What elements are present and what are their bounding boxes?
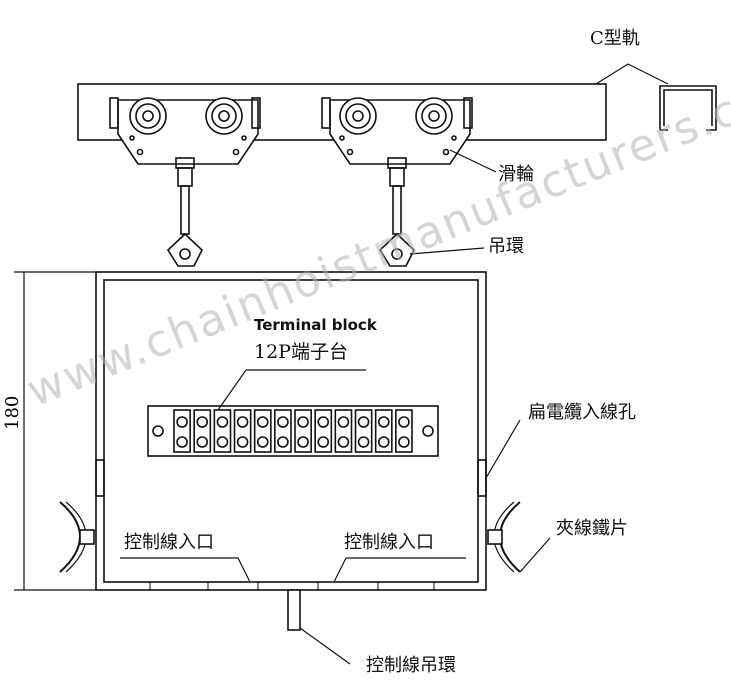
terminal-cell xyxy=(253,409,272,453)
clamp-leader xyxy=(519,537,551,573)
terminal-label-leader xyxy=(217,369,247,411)
terminal-screw-bottom xyxy=(216,436,229,448)
label-clamp-plate: 夾線鐵片 xyxy=(556,518,628,539)
terminal-end-hole-left xyxy=(152,425,164,437)
label-control-inlet-left: 控制線入口 xyxy=(124,532,214,553)
terminal-screw-bottom xyxy=(277,436,289,448)
terminal-end-hole-right xyxy=(422,425,434,437)
terminal-screw-bottom xyxy=(256,436,269,448)
pulley-leader xyxy=(449,149,497,173)
terminal-cell xyxy=(354,409,373,453)
terminal-cell xyxy=(274,409,292,453)
clamp-plate-left xyxy=(59,501,95,573)
label-c-rail: C型軌 xyxy=(590,28,640,49)
label-flat-cable-inlet: 扁電纜入線孔 xyxy=(528,402,636,423)
terminal-screw-top xyxy=(236,416,249,428)
terminal-block-body xyxy=(147,405,439,457)
control-ring-post xyxy=(287,589,301,631)
terminal-screw-bottom xyxy=(398,436,410,448)
flat-cable-inlet-left xyxy=(95,459,105,497)
terminal-cell xyxy=(233,409,252,453)
terminal-screw-top xyxy=(357,416,370,428)
terminal-cell xyxy=(334,409,353,453)
terminal-cell xyxy=(314,409,333,453)
c-rail-section xyxy=(659,85,717,131)
terminal-cell xyxy=(213,409,232,453)
trolley-right xyxy=(321,97,473,267)
c-rail-leader xyxy=(595,63,669,85)
label-control-inlet-right: 控制線入口 xyxy=(344,532,434,553)
terminal-screw-bottom xyxy=(196,436,209,448)
terminal-screw-top xyxy=(377,416,390,428)
terminal-screw-bottom xyxy=(236,436,249,448)
control-inlet-left-underline xyxy=(120,557,251,583)
terminal-cell xyxy=(294,409,312,453)
terminal-screw-bottom xyxy=(357,436,370,448)
terminal-screw-top xyxy=(216,416,229,428)
terminal-block xyxy=(147,405,439,457)
terminal-cell xyxy=(374,409,393,453)
terminal-screw-top xyxy=(176,416,188,428)
control-ring-leader xyxy=(299,627,351,665)
terminal-cell xyxy=(173,409,191,453)
label-hanging-ring: 吊環 xyxy=(488,236,524,257)
terminal-screw-bottom xyxy=(337,436,350,448)
label-terminal-block-zh: 12P端子台 xyxy=(254,341,348,363)
dimension-line xyxy=(14,271,96,591)
terminal-screw-top xyxy=(297,416,309,428)
label-pulley: 滑輪 xyxy=(498,164,534,185)
control-inlet-right-leader xyxy=(333,557,347,583)
flat-cable-leader xyxy=(485,419,521,479)
terminal-screw-bottom xyxy=(176,436,188,448)
label-terminal-block-en: Terminal block xyxy=(254,316,377,334)
box-bottom-seams xyxy=(104,581,478,590)
ring-leader xyxy=(409,247,485,255)
terminal-cell xyxy=(193,409,212,453)
label-control-ring: 控制線吊環 xyxy=(366,655,456,676)
terminal-cell xyxy=(395,409,413,453)
terminal-screw-top xyxy=(196,416,209,428)
terminal-screw-top xyxy=(256,416,269,428)
terminal-screw-bottom xyxy=(297,436,309,448)
terminal-screw-bottom xyxy=(317,436,330,448)
clamp-plate-right xyxy=(487,501,521,573)
terminal-screw-top xyxy=(398,416,410,428)
trolley-left xyxy=(109,97,261,267)
terminal-screw-top xyxy=(317,416,330,428)
terminal-screw-top xyxy=(277,416,289,428)
label-dimension: 180 xyxy=(2,395,23,430)
terminal-screw-bottom xyxy=(377,436,390,448)
terminal-screw-top xyxy=(337,416,350,428)
